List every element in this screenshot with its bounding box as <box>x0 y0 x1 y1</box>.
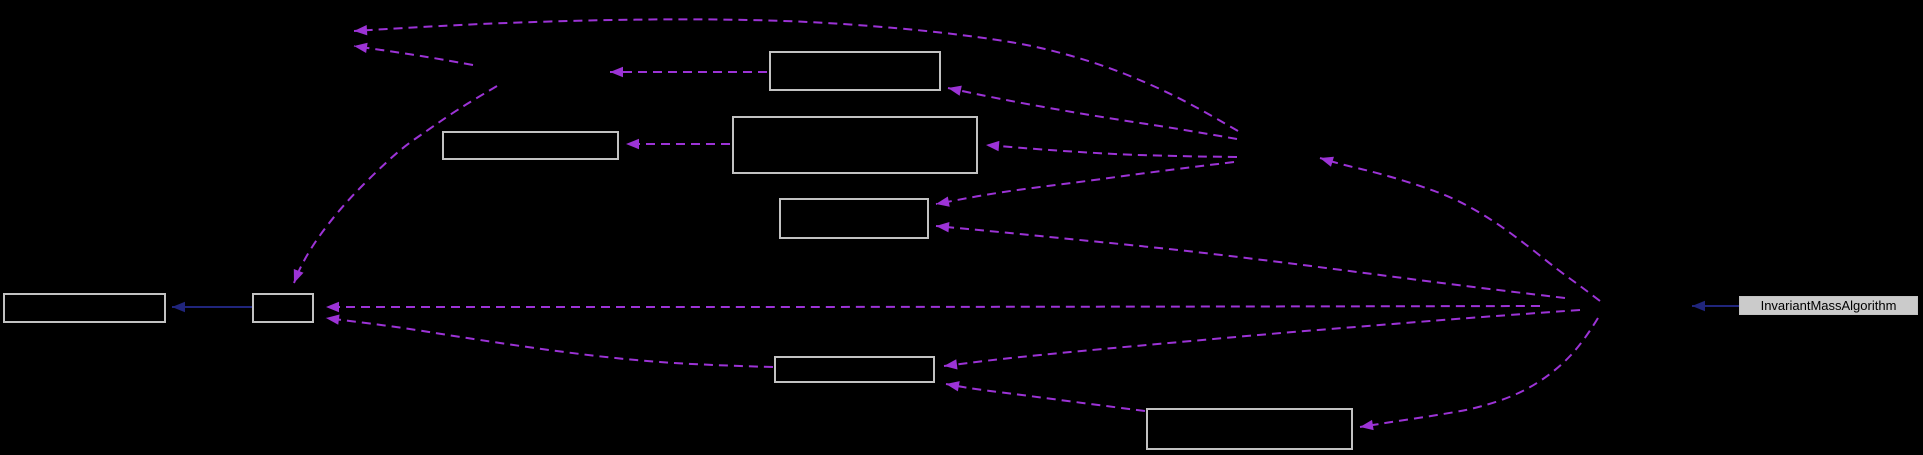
arrowhead-icon <box>354 42 368 54</box>
edge-mid-fan-to-mid-box <box>935 161 1235 205</box>
arrowhead-icon <box>610 66 623 78</box>
class-node-bottom-mid-box[interactable] <box>774 356 935 383</box>
node-invariant-mass-algorithm[interactable]: InvariantMassAlgorithm <box>1739 296 1918 315</box>
class-node-small-box[interactable] <box>252 293 314 323</box>
arrowhead-icon <box>936 222 950 233</box>
arrowhead-icon <box>946 381 960 392</box>
class-node-mid-box[interactable] <box>779 198 929 239</box>
edge-right-fan-to-bottom-mid-box <box>943 309 1581 367</box>
arrowhead-icon <box>326 314 340 325</box>
class-node-far-left-box[interactable] <box>3 293 166 323</box>
edge-top-curve-to-upper-left <box>353 18 1239 132</box>
arrowhead-icon <box>626 138 639 150</box>
edge-right-fan-to-small-box <box>326 305 1541 308</box>
arrowhead-icon <box>948 85 962 96</box>
arrowhead-icon <box>326 301 339 313</box>
edge-right-fan-to-mid-fan <box>1319 157 1601 302</box>
arrowhead-icon <box>1360 419 1374 431</box>
arrowhead-icon <box>293 268 304 283</box>
arrowhead-icon <box>986 140 1000 152</box>
arrowhead-icon <box>936 196 950 207</box>
class-node-left-mid-box[interactable] <box>442 131 619 160</box>
class-node-large-box[interactable] <box>732 116 978 174</box>
arrowhead-icon <box>1320 156 1334 167</box>
edge-mid-fan-to-top-box <box>947 87 1238 140</box>
edge-curve-into-small-box-top <box>293 85 498 284</box>
edge-right-fan-to-bottom-box <box>1359 317 1599 428</box>
edge-mid-fan-to-large-box <box>985 144 1238 158</box>
arrowhead-icon <box>354 25 368 36</box>
edge-bottom-box-to-bottom-mid-box <box>945 383 1146 412</box>
edge-short-curve-to-upper-left <box>353 45 474 66</box>
arrowhead-icon <box>172 301 185 313</box>
class-node-bottom-box[interactable] <box>1146 408 1353 450</box>
arrowhead-icon <box>1692 300 1705 312</box>
arrowhead-icon <box>944 359 958 370</box>
edge-right-fan-to-mid-box <box>935 225 1566 299</box>
class-node-top-box[interactable] <box>769 51 941 91</box>
edge-bottom-mid-box-to-small-box <box>325 317 774 368</box>
